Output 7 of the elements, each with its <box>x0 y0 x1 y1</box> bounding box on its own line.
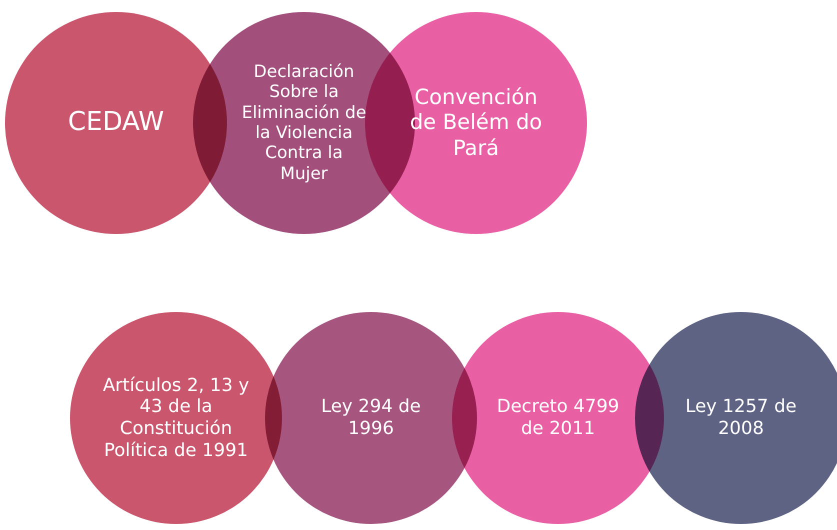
node-label: Declaración Sobre la Eliminación de la Violencia Contra la Mujer <box>240 62 368 184</box>
node-label: Artículos 2, 13 y 43 de la Constitución Política de 1991 <box>102 374 250 462</box>
node-label: CEDAW <box>68 107 164 139</box>
node-label: Convención de Belém do Pará <box>408 85 544 161</box>
node-label: Decreto 4799 de 2011 <box>496 396 620 440</box>
node-label: Ley 294 de 1996 <box>320 396 422 440</box>
node-label: Ley 1257 de 2008 <box>684 396 798 440</box>
